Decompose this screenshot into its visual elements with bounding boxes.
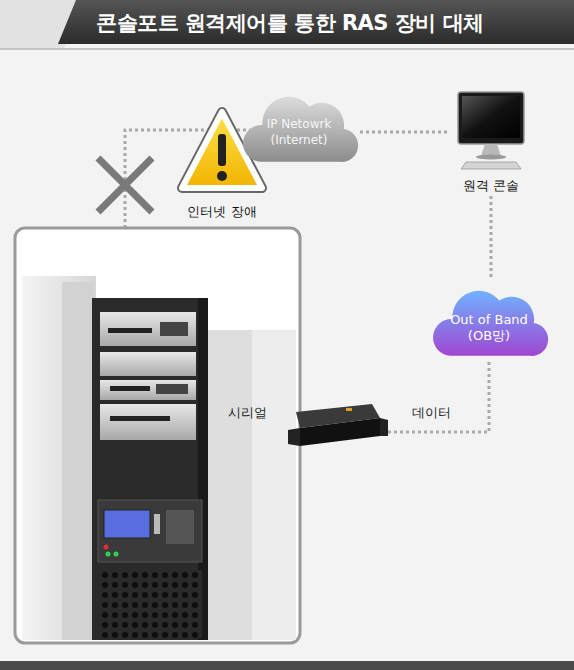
unit-slot <box>110 416 170 421</box>
server-unit <box>100 352 196 376</box>
server-unit <box>100 380 196 400</box>
wall-right-light <box>252 330 296 640</box>
cross-mark <box>98 158 152 212</box>
dotted-line <box>382 362 489 432</box>
monitor-frame <box>458 92 524 144</box>
monitor-screen <box>462 96 520 138</box>
unit-panel <box>160 322 188 336</box>
control-panel <box>98 500 202 562</box>
serial-device-flange <box>288 428 300 446</box>
title-bar <box>58 0 574 44</box>
panel-lever <box>154 514 160 534</box>
line-label: 시리얼 <box>228 405 267 421</box>
cloud-shape <box>433 291 548 356</box>
dotted-connector <box>360 130 448 133</box>
serial-device-front <box>300 418 380 446</box>
wall-shade <box>62 282 94 640</box>
exclamation-bar <box>218 134 226 166</box>
exclamation-dot <box>217 171 227 181</box>
cross-mark <box>98 158 152 212</box>
serial-device-led <box>346 408 352 411</box>
warning-sign: 인터넷 장애 <box>176 106 268 224</box>
dotted-connector <box>490 196 493 280</box>
panel-screen <box>104 510 150 538</box>
title-text: 콘솔포트 원격제어를 통한 RAS 장비 대체 <box>96 9 566 37</box>
remote-console: 원격 콘솔 <box>448 88 534 196</box>
status-led <box>114 552 119 557</box>
node-text: 원격 콘솔 <box>448 178 534 194</box>
monitor-base <box>476 155 506 160</box>
wall-left <box>22 276 96 640</box>
node-text: IP Netowrk (Internet) <box>257 116 341 148</box>
server-rack <box>92 298 208 640</box>
network-cloud: IP Netowrk (Internet) <box>238 86 360 168</box>
server-unit <box>100 312 196 346</box>
status-led <box>106 552 111 557</box>
server-room-frame <box>15 228 300 643</box>
unit-slot <box>110 386 150 391</box>
panel-keypad <box>166 510 194 544</box>
server-unit <box>100 404 196 440</box>
monitor-stand <box>481 144 501 156</box>
title-rule <box>0 48 574 50</box>
footer-bar <box>0 661 574 670</box>
node-text: 인터넷 장애 <box>176 204 268 220</box>
node-text: Out of Band (OB망) <box>447 312 531 344</box>
serial-device-flange <box>380 418 388 436</box>
cloud-shape <box>243 97 358 162</box>
status-led <box>104 545 109 550</box>
unit-slot <box>108 328 152 333</box>
wall-right <box>206 330 252 640</box>
line-label: 데이터 <box>412 405 451 421</box>
keyboard <box>461 162 521 169</box>
unit-panel <box>156 384 188 394</box>
oob-cloud: Out of Band (OB망) <box>428 280 550 362</box>
rack-vent <box>98 570 202 638</box>
